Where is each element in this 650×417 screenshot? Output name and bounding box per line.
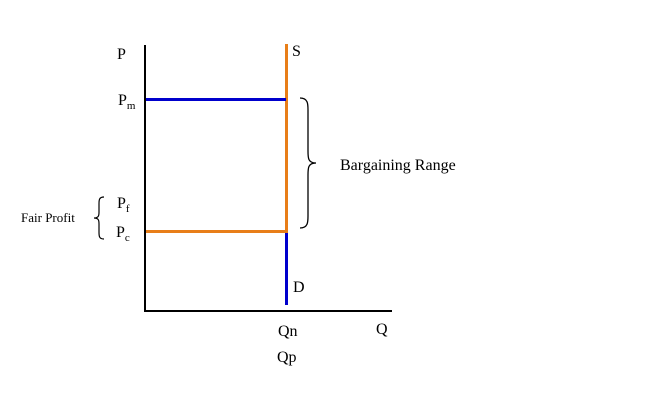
pf-price-label: Pf [117,196,130,215]
quantity-axis-label: Q [376,321,388,338]
competitive-price-line [146,230,286,233]
supply-curve [285,44,288,233]
monopoly-price-line [146,98,286,101]
demand-curve [285,233,288,305]
pc-price-label: Pc [116,225,130,244]
bargaining-range-brace [299,97,317,229]
price-axis [144,45,146,312]
pc-sub: c [124,232,130,245]
pf-sub: f [125,203,130,216]
qp-quantity-label: Qp [277,349,297,366]
pc-base: P [116,224,125,241]
fair-profit-label: Fair Profit [21,210,75,225]
price-axis-label: P [117,46,126,63]
supply-curve-label: S [292,43,301,60]
pm-sub: m [126,100,136,113]
fair-profit-brace [93,196,105,240]
quantity-axis [144,310,392,312]
pm-price-label: Pm [118,93,135,112]
bargaining-range-label: Bargaining Range [340,157,456,174]
pm-base: P [118,92,127,109]
qn-quantity-label: Qn [278,323,298,340]
demand-curve-label: D [293,279,305,296]
pf-base: P [117,195,126,212]
